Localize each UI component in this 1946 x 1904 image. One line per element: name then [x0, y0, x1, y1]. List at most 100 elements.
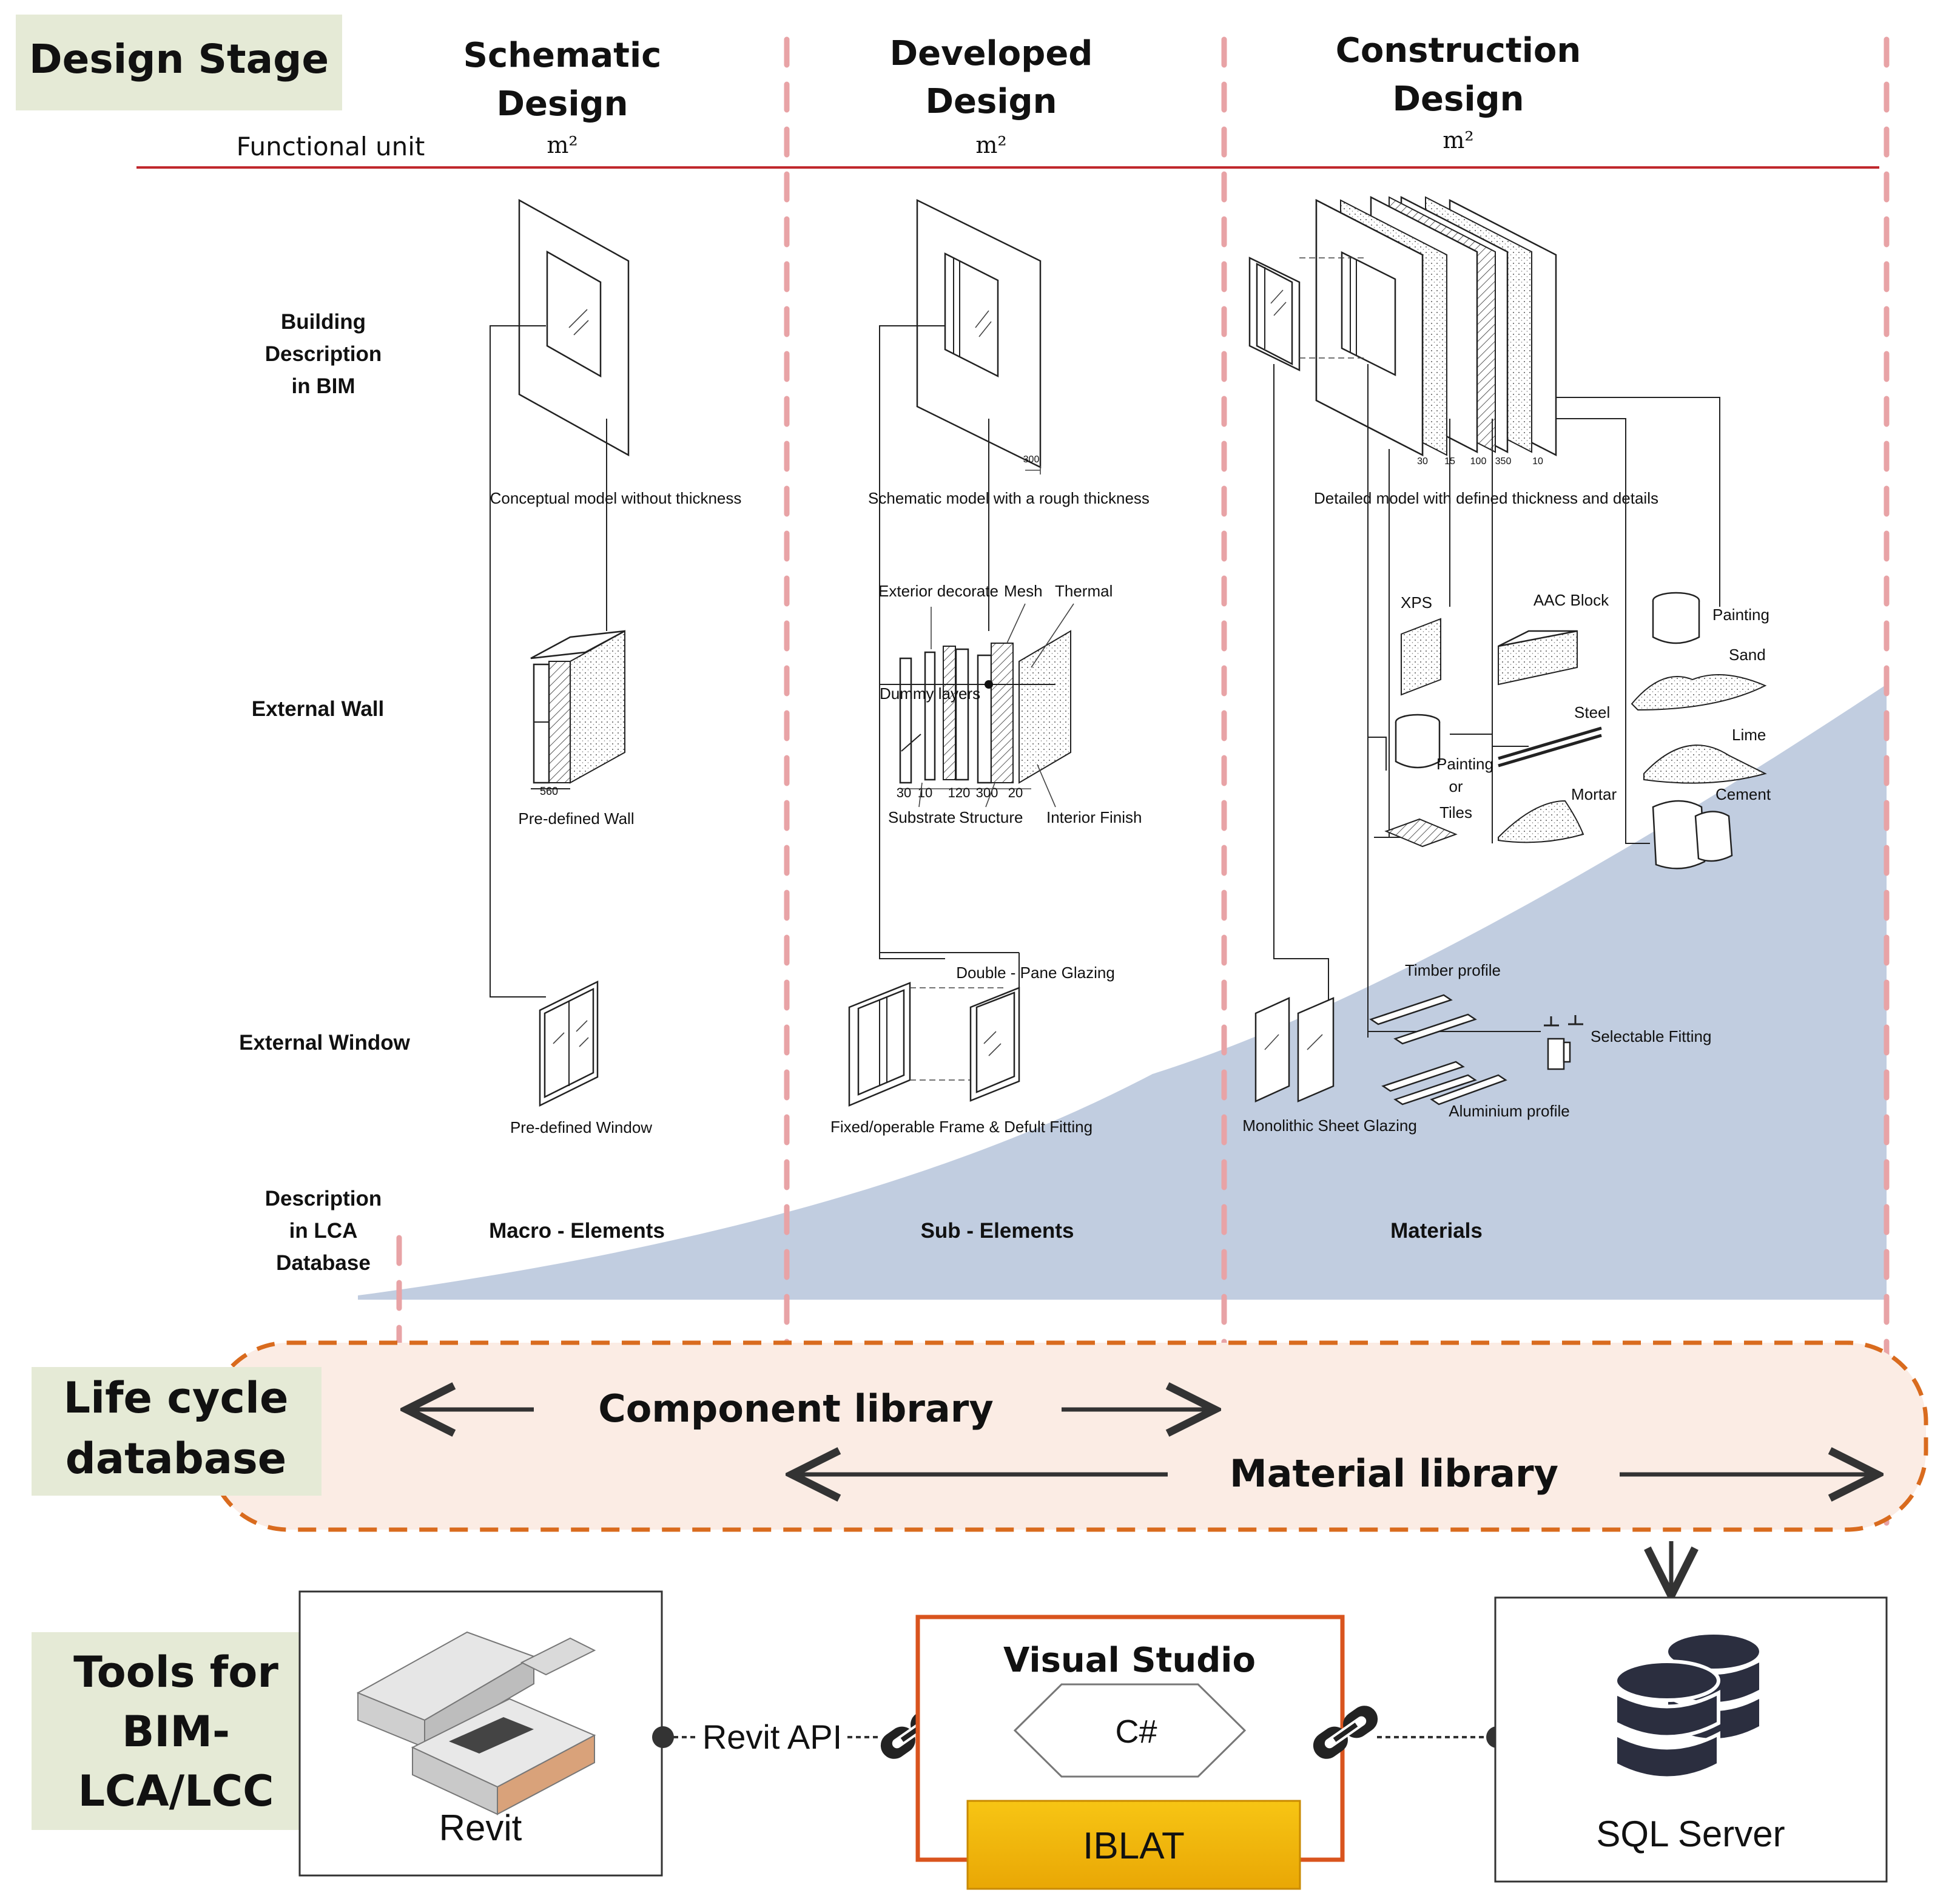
sql-server-label: SQL Server [1596, 1814, 1785, 1854]
row-lca-line2: in LCA [289, 1219, 358, 1243]
developed-glazing-label: Double - Pane Glazing [956, 964, 1115, 982]
revit-connector-dot [652, 1726, 674, 1748]
developed-wall-labels: Exterior decorate Mesh Thermal Dummy lay… [878, 582, 1142, 826]
developed-window [848, 952, 1020, 1107]
mat-aac: AAC Block [1534, 591, 1609, 609]
col2-level: Sub - Elements [921, 1219, 1074, 1243]
schematic-window-caption: Pre-defined Window [510, 1118, 652, 1136]
schematic-column: Conceptual model without thickness 560 P… [489, 198, 742, 1243]
construction-model-caption: Detailed model with defined thickness an… [1314, 489, 1658, 507]
row-bim-line3: in BIM [292, 374, 355, 398]
construction-layers [1248, 195, 1557, 457]
construction-column: 30 15 100 350 10 Detailed model with def… [1242, 195, 1771, 1243]
material-library-label: Material library [1230, 1451, 1558, 1496]
developed-model-caption: Schematic model with a rough thickness [868, 489, 1150, 507]
row-lca-line1: Description [265, 1187, 382, 1210]
schematic-wall-dim: 560 [540, 785, 558, 797]
row-lca-line3: Database [276, 1251, 371, 1275]
tools-title-line1: Tools for [73, 1647, 278, 1697]
tools-title-line3: LCA/LCC [78, 1766, 274, 1816]
schematic-window-opening [546, 250, 602, 378]
tools-label-box [32, 1632, 322, 1830]
dev-dim-20: 20 [1008, 785, 1023, 800]
mat-aluminium: Aluminium profile [1449, 1102, 1569, 1120]
dev-dim-120: 120 [948, 785, 971, 800]
iblat-label: IBLAT [1083, 1825, 1185, 1867]
database-title-line2: database [66, 1434, 287, 1484]
label-mesh: Mesh [1004, 582, 1043, 600]
developed-wall-layers [880, 630, 1071, 789]
schematic-window-block [539, 980, 599, 1107]
mat-painting-tiles-3: Tiles [1439, 803, 1472, 822]
col3-title-line1: Construction [1336, 31, 1581, 70]
mat-painting-tiles-1: Painting [1436, 755, 1493, 773]
column-headers: Schematic Design Developed Design Constr… [237, 31, 1581, 161]
label-interior-finish: Interior Finish [1046, 808, 1142, 826]
database-label-box [32, 1367, 322, 1496]
schematic-wall-block: 560 [530, 630, 625, 797]
mat-painting-tiles-2: or [1449, 777, 1463, 795]
design-stage-title: Design Stage [29, 36, 329, 83]
revit-api-label: Revit API [702, 1718, 842, 1756]
mat-lime: Lime [1732, 726, 1766, 744]
mat-timber: Timber profile [1405, 961, 1501, 979]
col2-title-line2: Design [926, 82, 1057, 121]
con-dim-10: 10 [1532, 456, 1543, 467]
col1-level: Macro - Elements [489, 1219, 665, 1243]
row-external-wall: External Wall [252, 697, 385, 721]
mat-steel: Steel [1574, 703, 1610, 721]
schematic-model-caption: Conceptual model without thickness [490, 489, 742, 507]
con-dim-30: 30 [1417, 456, 1428, 467]
developed-leaders [918, 603, 1074, 808]
col1-unit: m² [547, 132, 577, 158]
component-library-label: Component library [598, 1386, 994, 1431]
col2-title-line1: Developed [890, 34, 1093, 73]
dev-dim-300: 300 [976, 785, 998, 800]
label-exterior-decorate: Exterior decorate [878, 582, 998, 600]
developed-frame-label: Fixed/operable Frame & Defult Fitting [830, 1118, 1093, 1136]
database-icon [1614, 1635, 1759, 1780]
label-dummy-layers: Dummy layers [880, 684, 980, 703]
mat-painting: Painting [1712, 606, 1769, 624]
revit-building-icon [356, 1631, 596, 1815]
functional-unit-label: Functional unit [237, 132, 425, 161]
material-labels: XPS AAC Block Painting Sand Steel Painti… [1242, 591, 1771, 1135]
mat-xps: XPS [1401, 593, 1432, 612]
con-dim-350: 350 [1495, 456, 1512, 467]
mat-glazing: Monolithic Sheet Glazing [1242, 1116, 1417, 1135]
link-icon-right [1313, 1706, 1378, 1759]
row-external-window: External Window [239, 1031, 410, 1055]
col1-title-line2: Design [497, 84, 628, 124]
developed-column: 300 Schematic model with a rough thickne… [830, 198, 1150, 1243]
mat-mortar: Mortar [1571, 785, 1617, 803]
granularity-area [358, 684, 1887, 1300]
construction-dims: 30 15 100 350 10 [1417, 456, 1543, 467]
mat-fitting: Selectable Fitting [1591, 1027, 1711, 1045]
label-structure: Structure [959, 808, 1023, 826]
design-stage-box [16, 15, 342, 110]
database-title-line1: Life cycle [64, 1373, 289, 1423]
col3-title-line2: Design [1393, 79, 1524, 119]
database-band [207, 1340, 1928, 1532]
col3-level: Materials [1390, 1219, 1483, 1243]
schematic-wall-caption: Pre-defined Wall [518, 809, 634, 828]
label-substrate: Substrate [888, 808, 955, 826]
con-dim-100: 100 [1470, 456, 1487, 467]
stage-dividers [396, 36, 1890, 1526]
col2-unit: m² [975, 132, 1006, 158]
tools-title-line2: BIM- [122, 1707, 230, 1757]
iblat-box [966, 1800, 1301, 1890]
dev-dim-30: 30 [897, 785, 911, 800]
revit-label: Revit [439, 1808, 522, 1848]
visual-studio-label: Visual Studio [1003, 1641, 1256, 1680]
csharp-hexagon [1013, 1683, 1247, 1778]
developed-wall-dims: 30 10 120 300 20 [897, 785, 1023, 800]
mat-cement: Cement [1715, 785, 1771, 803]
developed-dim: 300 [1023, 454, 1040, 465]
mat-sand: Sand [1729, 646, 1766, 664]
row-labels: Building Description in BIM External Wal… [239, 310, 410, 1275]
col1-title-line1: Schematic [463, 36, 662, 75]
label-thermal: Thermal [1055, 582, 1113, 600]
csharp-label: C# [1115, 1713, 1157, 1750]
